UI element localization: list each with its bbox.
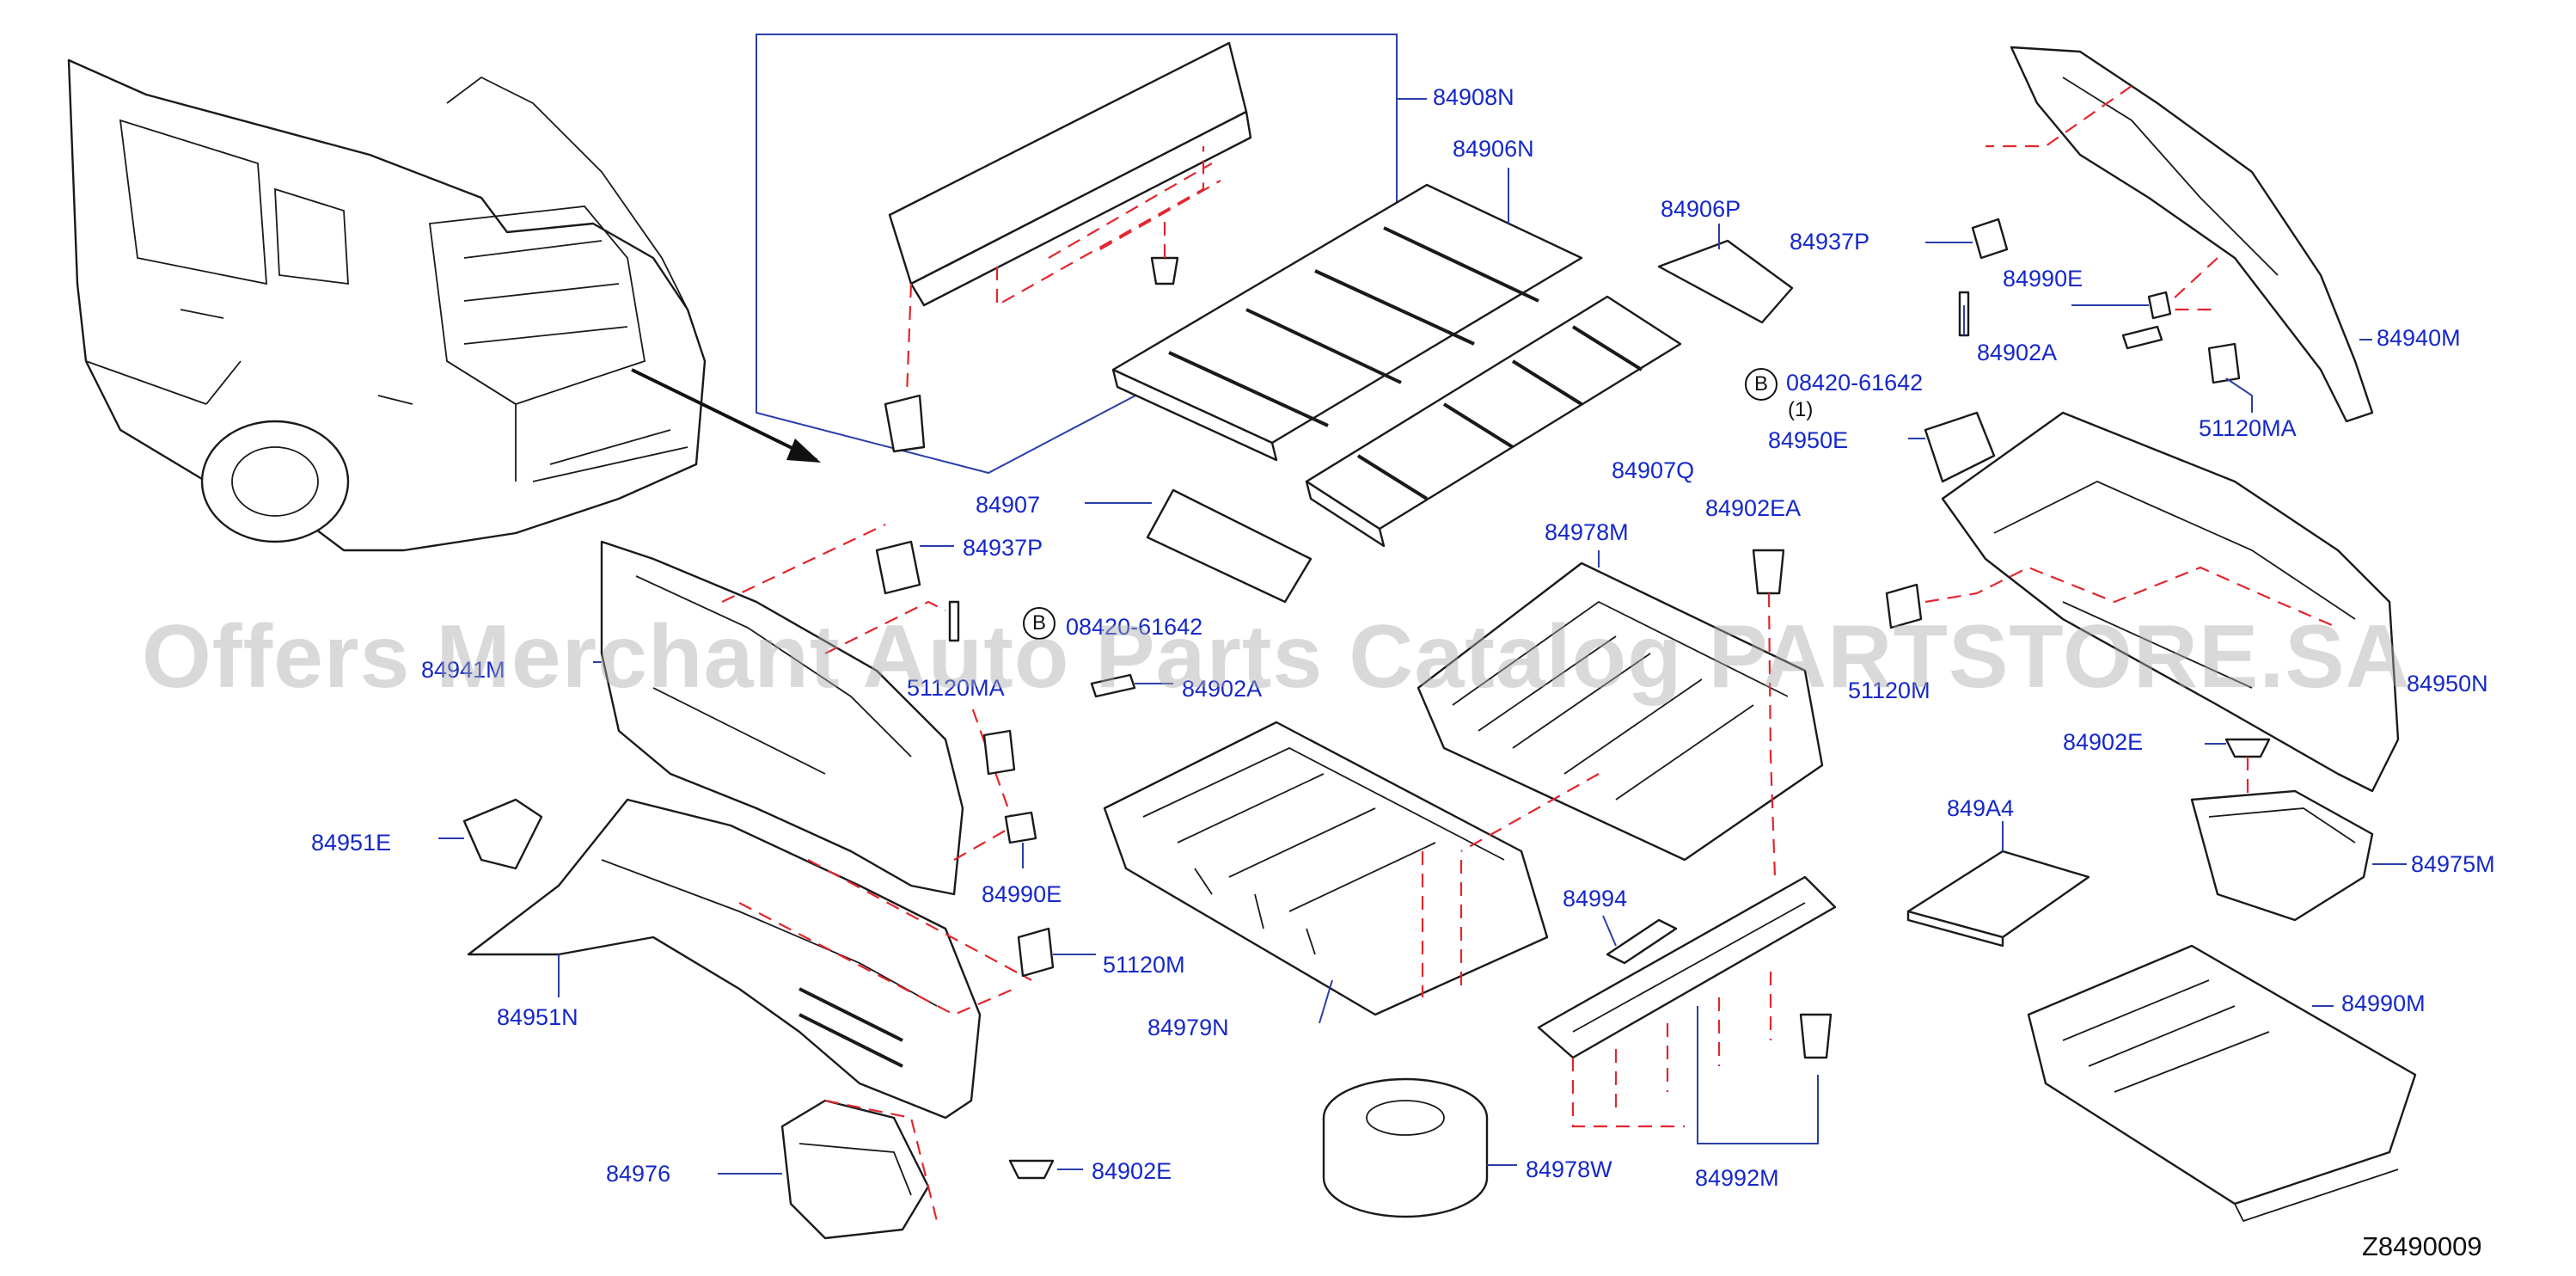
label-84951N: 84951N <box>497 1004 578 1030</box>
label-84975M: 84975M <box>2411 851 2495 877</box>
clip-84937P-upper <box>1971 218 2009 260</box>
label-84902EA: 84902EA <box>1705 495 1802 521</box>
clip-84902EA <box>1752 549 1785 595</box>
vehicle-rear-view <box>67 58 707 552</box>
watermark-text: Offers Merchant Auto Parts Catalog PARTS… <box>142 607 2411 707</box>
label-84950N: 84950N <box>2407 671 2488 696</box>
label-84940M: 84940M <box>2377 325 2461 351</box>
label-84994: 84994 <box>1563 886 1628 911</box>
part-84975M-box <box>2190 789 2374 922</box>
part-84979N-tray <box>1103 721 1549 1016</box>
screw-84902A-lower <box>1090 673 1136 698</box>
label-84950E: 84950E <box>1768 427 1849 453</box>
label-84902E-low: 84902E <box>1092 1158 1172 1184</box>
part-84907Q-board <box>1305 295 1682 548</box>
part-84994 <box>1606 918 1678 965</box>
bolt-quantity: (1) <box>1788 398 1814 421</box>
label-849A4: 849A4 <box>1947 795 2015 821</box>
label-08420-61642-mid: 08420-61642 <box>1066 614 1203 640</box>
label-08420-61642-upper: 08420-61642 <box>1786 370 1924 396</box>
label-51120M-right: 51120M <box>1848 678 1930 703</box>
clip-84992M <box>1799 1013 1833 1059</box>
label-84906P: 84906P <box>1661 196 1741 222</box>
part-84978W-spacer <box>1322 1077 1489 1218</box>
bracket-51120MA-mid <box>982 729 1016 776</box>
clip-84902E-low <box>1008 1159 1055 1180</box>
label-84990M: 84990M <box>2341 991 2426 1016</box>
label-84907Q: 84907Q <box>1612 457 1695 483</box>
bolt-symbol-upper: B <box>1745 368 1778 401</box>
label-84908N: 84908N <box>1433 84 1514 110</box>
label-84951E: 84951E <box>311 830 392 856</box>
part-84940M-trim <box>2010 46 2374 423</box>
clip-84937P-mid <box>875 540 921 595</box>
arrow-head <box>786 439 821 463</box>
clip-84908N <box>1150 256 1179 285</box>
part-84990M-tray <box>2027 944 2417 1223</box>
label-84992M: 84992M <box>1695 1165 1779 1191</box>
clip-84990E-mid <box>1004 811 1037 844</box>
bracket-51120M-low <box>1017 927 1055 978</box>
part-84951E <box>462 798 543 870</box>
label-84941M: 84941M <box>421 657 505 683</box>
label-84990E-upper: 84990E <box>2003 266 2083 291</box>
label-84937P-upper: 84937P <box>1790 229 1870 255</box>
part-84976-box <box>780 1099 930 1240</box>
label-84937P-mid: 84937P <box>963 535 1043 561</box>
label-84978M: 84978M <box>1545 519 1629 545</box>
label-84902A-mid: 84902A <box>1182 676 1263 702</box>
part-84908N-panel <box>884 41 1252 453</box>
screw-84902A-side <box>2121 325 2163 350</box>
label-84902E-right: 84902E <box>2063 729 2144 755</box>
part-84950E <box>1924 411 1996 483</box>
label-84902A-upper: 84902A <box>1977 340 2058 365</box>
part-84907 <box>1146 488 1312 604</box>
part-84978M-tray <box>1416 561 1824 862</box>
diagram-reference-code: Z8490009 <box>2362 1231 2482 1261</box>
label-84990E-mid: 84990E <box>982 881 1062 907</box>
bolt-symbol-mid: B <box>1023 607 1055 640</box>
label-84979N: 84979N <box>1147 1015 1229 1040</box>
part-84906N-board <box>1111 183 1583 462</box>
part-84951N-trim <box>467 798 982 1120</box>
part-84906P <box>1657 239 1794 324</box>
part-84950N-trim <box>1941 411 2400 793</box>
label-51120MA-upper: 51120MA <box>2199 415 2297 441</box>
label-84976: 84976 <box>606 1161 671 1187</box>
clip-84990E-upper <box>2147 291 2172 320</box>
bracket-51120MA-upper <box>2207 342 2241 384</box>
part-84992M-sill <box>1537 875 1837 1059</box>
screw-84902A-mid <box>948 600 960 642</box>
label-84907: 84907 <box>976 492 1041 518</box>
part-84941M-trim <box>600 540 964 896</box>
clip-84902E-right <box>2224 738 2271 758</box>
label-51120M-low: 51120M <box>1103 952 1185 978</box>
label-51120MA-mid: 51120MA <box>907 675 1005 701</box>
direction-arrow <box>631 368 817 462</box>
bracket-51120M-right <box>1885 583 1923 629</box>
label-84978W: 84978W <box>1526 1156 1612 1182</box>
label-84906N: 84906N <box>1453 136 1534 162</box>
